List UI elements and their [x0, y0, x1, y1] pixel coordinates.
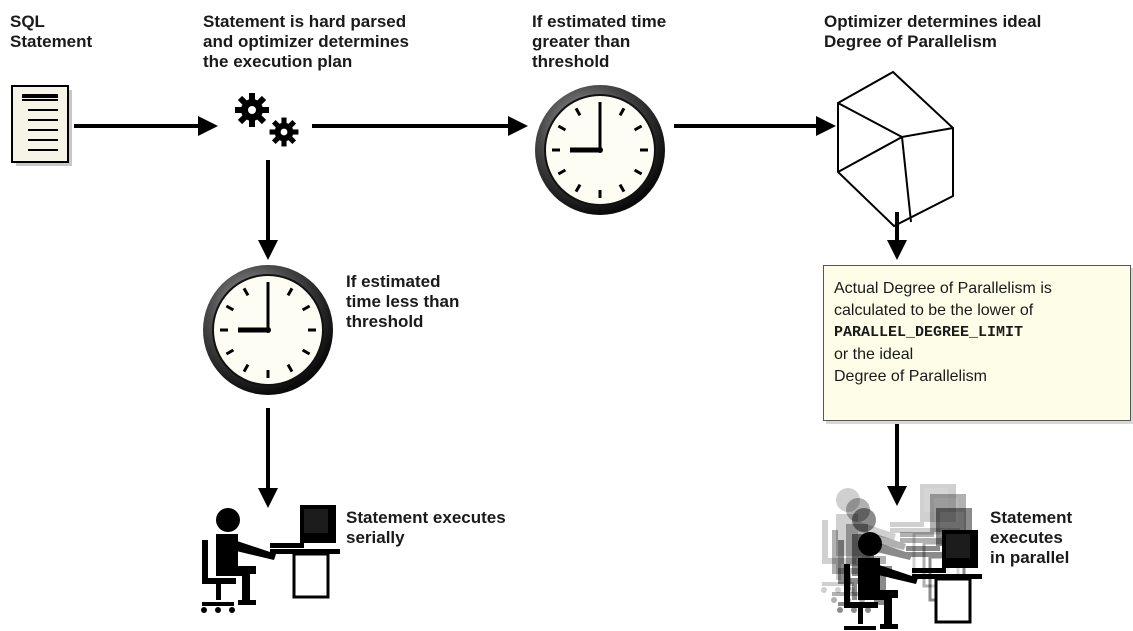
flow-arrows: [74, 116, 907, 508]
cube-icon: [837, 70, 954, 228]
label-sql-statement: SQL Statement: [10, 12, 93, 51]
label-hard-parsed: Statement is hard parsed and optimizer d…: [203, 12, 409, 71]
note-line-5: Degree of Parallelism: [834, 368, 987, 385]
serial-worker-icon: [201, 503, 342, 613]
note-line-1: Actual Degree of Parallelism is: [834, 280, 1052, 297]
note-line-2: calculated to be the lower of: [834, 302, 1034, 319]
sql-document-icon: [11, 85, 72, 166]
label-greater-threshold: If estimated time greater than threshold: [532, 12, 667, 71]
note-line-4: or the ideal: [834, 346, 914, 363]
label-executes-serially: Statement executes serially: [346, 508, 506, 547]
parallel-workers-icon: [821, 482, 984, 631]
label-ideal-dop: Optimizer determines ideal Degree of Par…: [824, 12, 1042, 51]
note-param: PARALLEL_DEGREE_LIMIT: [834, 324, 1024, 341]
gears-icon: [235, 93, 299, 147]
label-less-threshold: If estimated time less than threshold: [346, 272, 460, 331]
label-executes-parallel: Statement executes in parallel: [990, 508, 1073, 567]
clock-icon-less: [203, 265, 333, 395]
clock-icon-greater: [535, 85, 665, 215]
dop-note-box: Actual Degree of Parallelism is calculat…: [823, 265, 1131, 421]
